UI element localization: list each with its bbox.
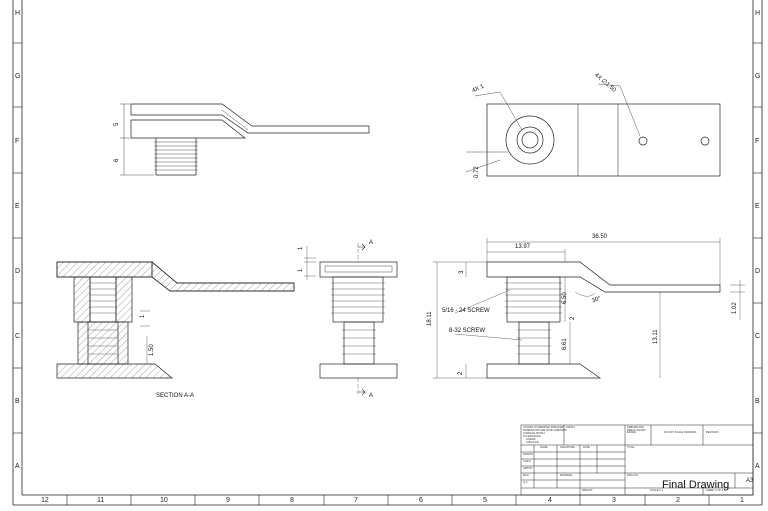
tb-note-2: DIMENSIONS ARE IN MILLIMETERS (523, 429, 567, 432)
zone-row-a: A (15, 463, 20, 470)
zone-col-8: 8 (290, 497, 294, 504)
dim-front-1-bottom: 1 (298, 268, 304, 272)
sheet-size: A3 (746, 478, 754, 484)
tb-no-scale: DO NOT SCALE DRAWING (664, 431, 697, 434)
tb-dwg-caption: DWG NO. (627, 474, 639, 477)
zone-col-9: 9 (226, 497, 230, 504)
tb-row-qa: Q.A (523, 481, 528, 484)
dim-13-11: 13.11 (653, 329, 659, 344)
tb-row-mfg: MFG (523, 474, 529, 477)
zone-row-b-right: B (755, 398, 760, 405)
front-view (304, 243, 398, 396)
dim-top-5: 5 (114, 122, 120, 126)
dim-13-97: 13.97 (515, 244, 531, 250)
tb-note-4: TOLERANCES: (523, 435, 542, 438)
dim-36-50: 36.50 (592, 234, 608, 240)
zone-col-3: 3 (612, 497, 616, 504)
right-front-view (433, 238, 745, 379)
dim-section-1: 1 (140, 314, 146, 318)
zone-row-e-right: E (755, 203, 760, 210)
tb-col-name: NAME (540, 446, 548, 449)
zone-col-6: 6 (419, 497, 423, 504)
zone-col-5: 5 (483, 497, 487, 504)
top-side-view (120, 103, 370, 176)
tb-sheet: SHEET 1 OF 1 (706, 489, 724, 492)
dim-2-small: 2 (570, 316, 576, 320)
zone-col-12: 12 (41, 497, 49, 504)
zone-row-d: D (15, 268, 21, 275)
dim-2-left: 2 (458, 371, 464, 375)
tb-row-appvd: APPV'D (523, 467, 533, 470)
tb-finish: FINISH: (566, 426, 576, 429)
tb-note-5: LINEAR: (526, 438, 537, 441)
dim-18-11: 18.11 (427, 311, 433, 326)
drawing-title: Final Drawing (662, 479, 730, 491)
callout-top-screw: 5/16 - 24 SCREW (442, 308, 490, 314)
zone-col-1: 1 (740, 497, 744, 504)
zone-row-a-right: A (755, 463, 760, 470)
section-marker-top: A (369, 240, 374, 246)
section-marker-bottom: A (369, 393, 374, 399)
dim-section-1-50: 1.50 (149, 344, 155, 356)
tb-note-6: ANGULAR: (526, 441, 540, 444)
tb-revision: REVISION (706, 431, 719, 434)
zone-col-4: 4 (548, 497, 552, 504)
zone-col-7: 7 (354, 497, 358, 504)
title-block (520, 424, 754, 496)
zone-row-h: H (15, 10, 21, 17)
tb-material: MATERIAL: (560, 474, 574, 477)
tb-note-1: UNLESS OTHERWISE SPECIFIED: (523, 426, 565, 429)
tb-row-drawn: DRAWN (523, 453, 533, 456)
zone-row-b: B (15, 398, 20, 405)
tb-note-3: SURFACE FINISH: (523, 432, 546, 435)
tb-row-chkd: CHK'D (523, 460, 531, 463)
zone-row-d-right: D (755, 268, 761, 275)
zone-row-c: C (15, 333, 21, 340)
zone-row-g: G (15, 73, 21, 80)
tb-deburr: DEBURR AND BREAK SHARP EDGES (627, 426, 646, 435)
dim-front-1-top: 1 (298, 246, 304, 250)
sheet-border (12, 0, 763, 506)
dim-1-02: 1.02 (732, 302, 738, 314)
zone-row-c-right: C (755, 333, 761, 340)
tb-scale: SCALE:1:1 (650, 489, 663, 492)
dim-0-72: 0.72 (474, 166, 480, 178)
zone-row-g-right: G (755, 73, 761, 80)
zone-col-11: 11 (97, 497, 105, 504)
dim-6-50: 6.50 (562, 292, 568, 304)
tb-weight: WEIGHT: (582, 489, 593, 492)
tb-col-signature: SIGNATURE (560, 446, 575, 449)
callout-bottom-screw: 8-32 SCREW (449, 328, 486, 334)
dim-top-6: 6 (114, 158, 120, 162)
tb-title-caption: TITLE: (627, 446, 635, 449)
zone-col-2: 2 (676, 497, 680, 504)
dim-3: 3 (459, 270, 465, 274)
zone-row-f: F (15, 138, 20, 145)
section-label: SECTION A-A (156, 393, 195, 399)
zone-row-f-right: F (755, 138, 760, 145)
dim-6-61: 6.61 (562, 338, 568, 350)
zone-row-e: E (15, 203, 20, 210)
zone-row-h-right: H (755, 10, 761, 17)
tb-col-date: DATE (583, 446, 590, 449)
zone-col-10: 10 (160, 497, 168, 504)
top-plan-view (465, 83, 721, 177)
section-view (56, 261, 295, 379)
